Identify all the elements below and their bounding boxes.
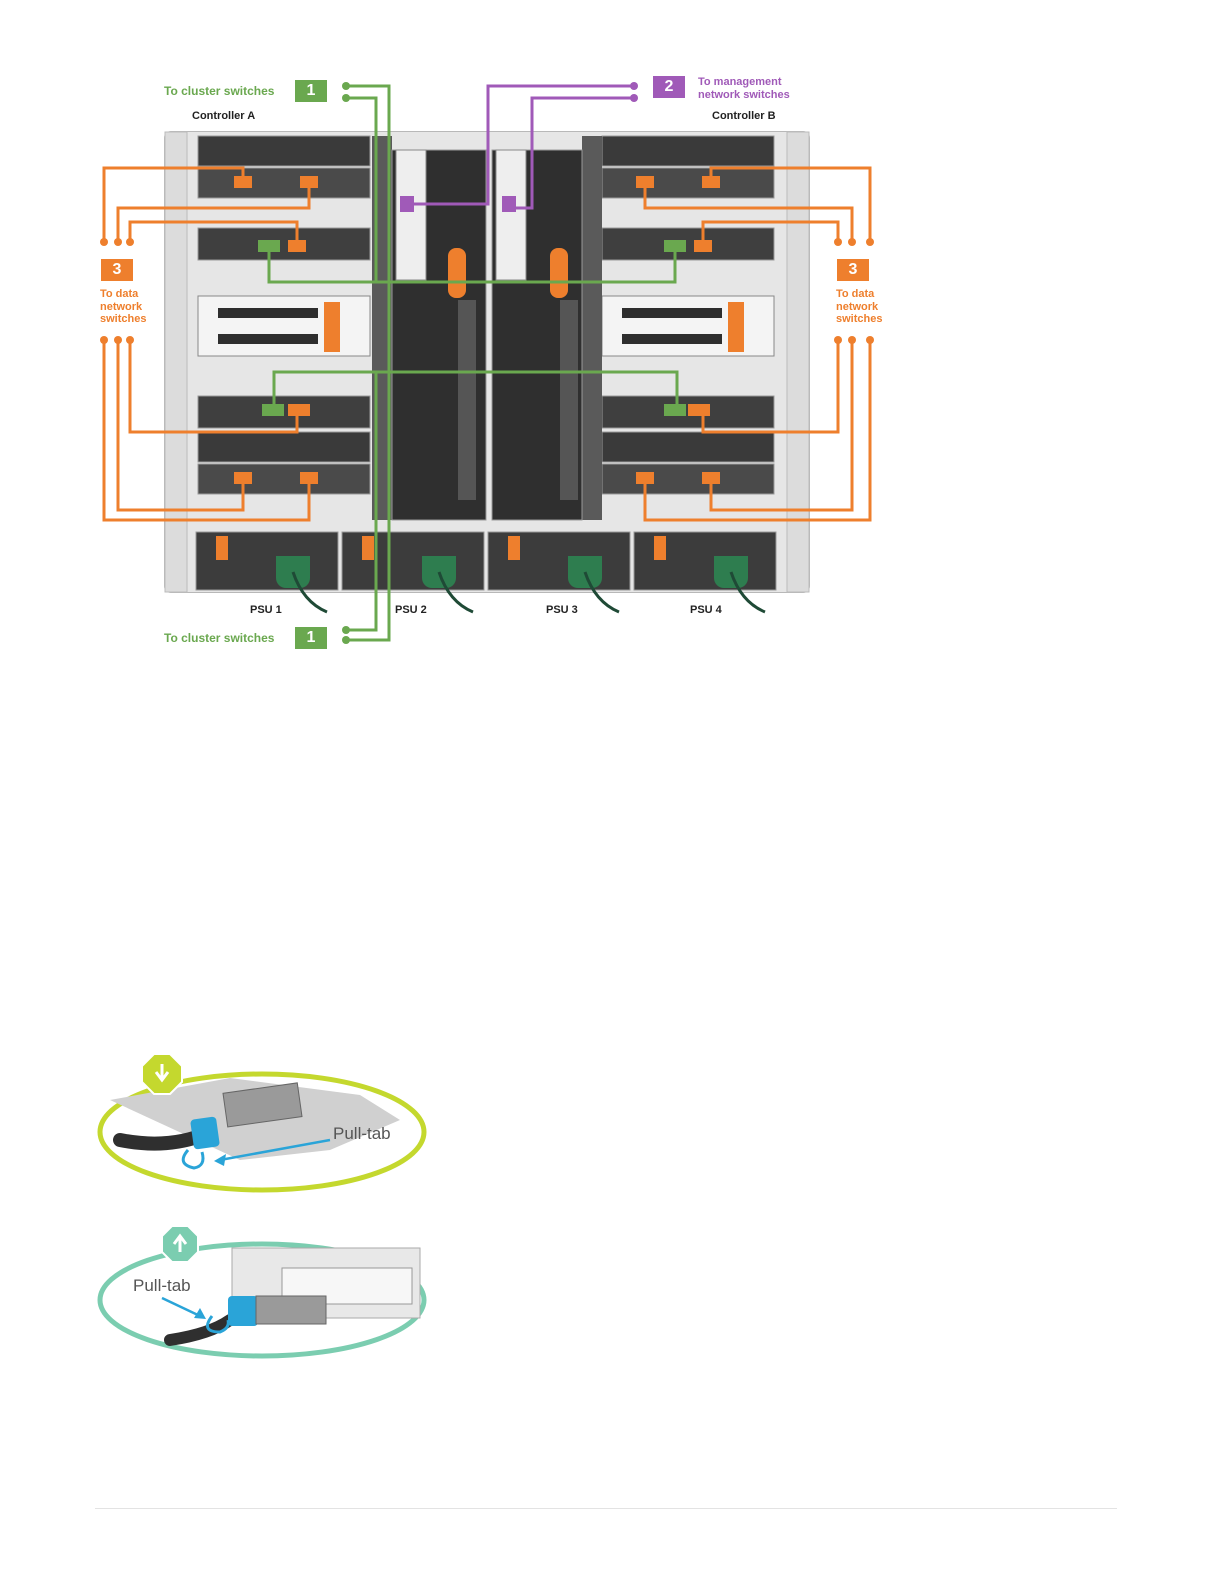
footer-divider xyxy=(95,1508,1117,1509)
data-right-badge: 3 xyxy=(837,259,869,281)
data-left-line1: To data xyxy=(100,288,146,301)
cabling-diagram xyxy=(0,0,1224,700)
management-label-line1: To management xyxy=(698,76,790,89)
controller-a-label: Controller A xyxy=(192,110,255,122)
controller-b-label: Controller B xyxy=(712,110,776,122)
management-badge: 2 xyxy=(653,76,685,98)
cluster-top-label: To cluster switches xyxy=(164,84,274,98)
data-left-line3: switches xyxy=(100,313,146,326)
data-left-badge: 3 xyxy=(101,259,133,281)
psu-2-label: PSU 2 xyxy=(395,604,427,616)
data-right-label: To data network switches xyxy=(836,288,882,326)
controller-a-modules xyxy=(198,136,370,494)
cluster-top-badge: 1 xyxy=(295,80,327,102)
data-right-line1: To data xyxy=(836,288,882,301)
data-left-label: To data network switches xyxy=(100,288,146,326)
psu-4-label: PSU 4 xyxy=(690,604,722,616)
psu-3-label: PSU 3 xyxy=(546,604,578,616)
data-right-line2: network xyxy=(836,301,882,314)
pull-tab-label-remove: Pull-tab xyxy=(333,1124,391,1144)
management-label: To management network switches xyxy=(698,76,790,101)
cluster-bottom-label: To cluster switches xyxy=(164,631,274,645)
pull-tab-label-insert: Pull-tab xyxy=(133,1276,191,1296)
management-label-line2: network switches xyxy=(698,89,790,102)
controller-b-modules xyxy=(602,136,774,494)
data-right-line3: switches xyxy=(836,313,882,326)
cable-remove-illustration xyxy=(100,1054,424,1190)
data-left-line2: network xyxy=(100,301,146,314)
psu-1-label: PSU 1 xyxy=(250,604,282,616)
cluster-bottom-badge: 1 xyxy=(295,627,327,649)
